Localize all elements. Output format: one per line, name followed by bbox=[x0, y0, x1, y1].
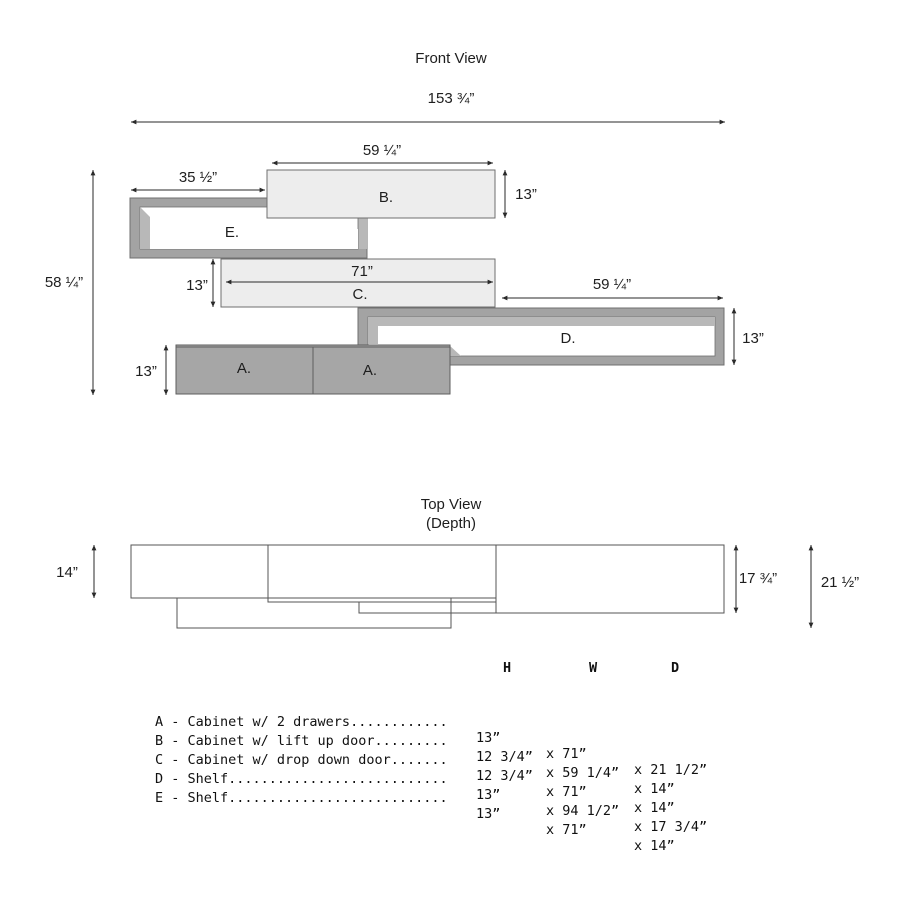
dim-d-width: 59 ¼” bbox=[593, 276, 631, 293]
label-b: B. bbox=[379, 189, 393, 206]
row-d: x 21 1/2” bbox=[634, 762, 708, 778]
shelf-d bbox=[357, 307, 725, 366]
dim-top-left: 14” bbox=[56, 564, 78, 581]
row-w: x 59 1/4” bbox=[546, 765, 620, 781]
label-d: D. bbox=[561, 330, 576, 347]
row-w: x 71” bbox=[546, 784, 587, 800]
dim-a-height: 13” bbox=[135, 363, 157, 380]
label-c: C. bbox=[353, 286, 368, 303]
row-desc: E - Shelf........................... bbox=[155, 790, 448, 806]
table-row: B - Cabinet w/ lift up door......... 12 … bbox=[155, 717, 675, 813]
dim-e-width: 35 ½” bbox=[179, 169, 217, 186]
row-desc: C - Cabinet w/ drop down door....... bbox=[155, 752, 448, 768]
table-row: C - Cabinet w/ drop down door....... 12 … bbox=[155, 736, 675, 832]
dim-total-width: 153 ¾” bbox=[428, 90, 475, 107]
top-view-subtitle: (Depth) bbox=[426, 515, 476, 532]
dim-c-width: 71” bbox=[351, 263, 373, 280]
top-view-title: Top View bbox=[421, 496, 482, 513]
row-w: x 94 1/2” bbox=[546, 803, 620, 819]
header-w: W bbox=[589, 660, 598, 676]
row-h: 13” bbox=[476, 806, 501, 822]
dim-top-right1: 17 ¾” bbox=[739, 570, 777, 587]
row-h: 12 3/4” bbox=[476, 749, 533, 765]
row-desc: A - Cabinet w/ 2 drawers............ bbox=[155, 714, 448, 730]
row-d: x 17 3/4” bbox=[634, 819, 708, 835]
table-row: A - Cabinet w/ 2 drawers............ 13”… bbox=[155, 698, 707, 794]
row-w: x 71” bbox=[546, 822, 587, 838]
row-d: x 14” bbox=[634, 781, 675, 797]
dim-top-right2: 21 ½” bbox=[821, 574, 859, 591]
dim-total-height: 58 ¼” bbox=[45, 274, 83, 291]
table-row: D - Shelf........................... 13”… bbox=[155, 755, 707, 851]
row-d: x 14” bbox=[634, 800, 675, 816]
dim-c-height: 13” bbox=[186, 277, 208, 294]
row-w: x 71” bbox=[546, 746, 587, 762]
label-a1: A. bbox=[237, 360, 251, 377]
row-h: 13” bbox=[476, 730, 501, 746]
header-h: H bbox=[503, 660, 512, 676]
front-view-title: Front View bbox=[415, 50, 487, 67]
dim-b-height: 13” bbox=[515, 186, 537, 203]
row-h: 12 3/4” bbox=[476, 768, 533, 784]
table-row: E - Shelf........................... 13”… bbox=[155, 774, 675, 870]
label-e: E. bbox=[225, 224, 239, 241]
dim-b-width: 59 ¼” bbox=[363, 142, 401, 159]
label-a2: A. bbox=[363, 362, 377, 379]
row-desc: B - Cabinet w/ lift up door......... bbox=[155, 733, 448, 749]
header-d: D bbox=[671, 660, 680, 676]
cabinet-b bbox=[266, 169, 496, 219]
cabinet-a bbox=[175, 344, 461, 395]
top-view-outlines bbox=[130, 544, 725, 629]
dim-d-height: 13” bbox=[742, 330, 764, 347]
row-desc: D - Shelf........................... bbox=[155, 771, 448, 787]
row-d: x 14” bbox=[634, 838, 675, 854]
row-h: 13” bbox=[476, 787, 501, 803]
